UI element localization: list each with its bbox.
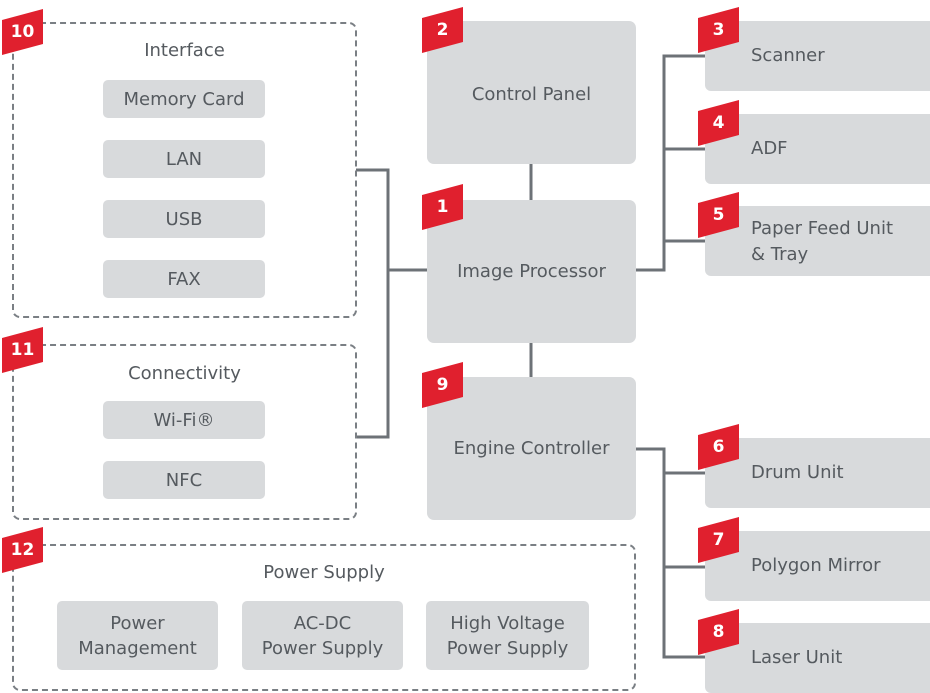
nfc-block: NFC <box>103 461 265 499</box>
badge-12: 12 <box>2 527 43 573</box>
power-supply-group: Power Supply <box>12 544 636 691</box>
scanner-block: Scanner <box>705 21 930 91</box>
connectivity-group: Connectivity <box>12 344 357 520</box>
interface-group: Interface <box>12 22 357 318</box>
connectivity-title: Connectivity <box>128 363 241 384</box>
laser-unit-block: Laser Unit <box>705 623 930 693</box>
power-supply-title: Power Supply <box>263 562 385 583</box>
polygon-mirror-block: Polygon Mirror <box>705 531 930 601</box>
high-voltage-power-supply-block: High Voltage Power Supply <box>426 601 589 670</box>
fax-block: FAX <box>103 260 265 298</box>
interface-title: Interface <box>144 40 225 61</box>
drum-unit-block: Drum Unit <box>705 438 930 508</box>
control-panel-block: Control Panel <box>427 21 636 164</box>
image-processor-block: Image Processor <box>427 200 636 343</box>
power-management-block: Power Management <box>57 601 218 670</box>
ac-dc-power-supply-block: AC-DC Power Supply <box>242 601 403 670</box>
lan-block: LAN <box>103 140 265 178</box>
wifi-block: Wi-Fi® <box>103 401 265 439</box>
paper-feed-unit-block: Paper Feed Unit & Tray <box>705 206 930 276</box>
memory-card-block: Memory Card <box>103 80 265 118</box>
engine-controller-block: Engine Controller <box>427 377 636 520</box>
adf-block: ADF <box>705 114 930 184</box>
usb-block: USB <box>103 200 265 238</box>
